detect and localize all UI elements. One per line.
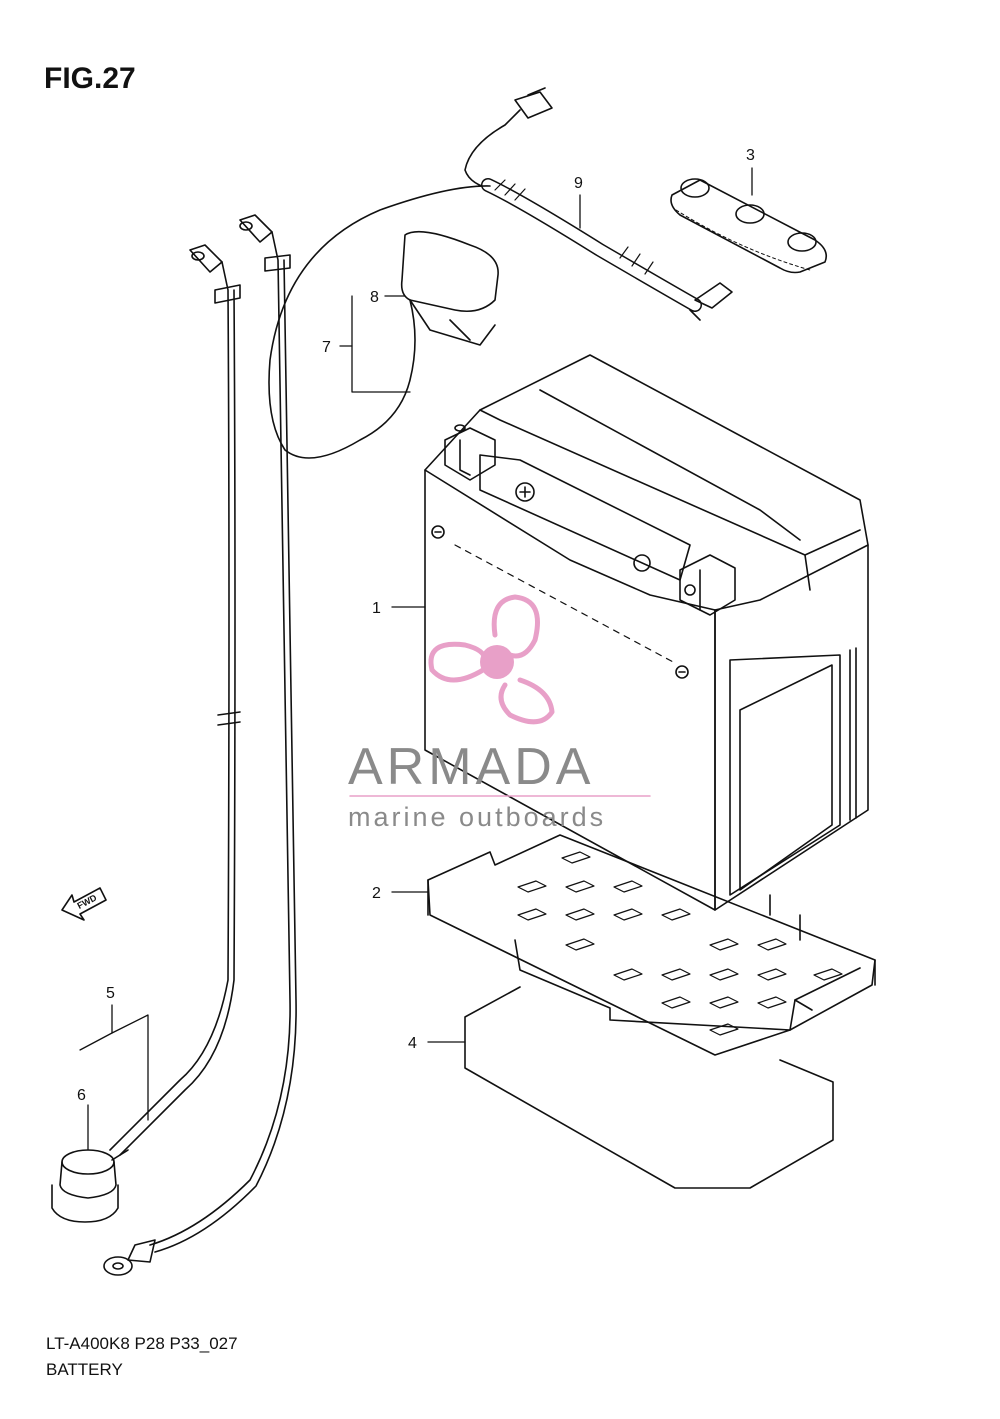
callout-1: 1 — [372, 600, 381, 617]
callout-2: 2 — [372, 885, 381, 902]
callout-5: 5 — [106, 985, 115, 1002]
fwd-arrow-icon: FWD — [61, 887, 107, 921]
callout-8: 8 — [370, 289, 379, 306]
part-2-battery-tray — [427, 834, 876, 1056]
figure-title: FIG.27 — [44, 62, 136, 95]
callout-leaders — [79, 167, 753, 1151]
watermark: ARMADA marine outboards — [348, 594, 651, 832]
part-8-terminal-cover — [400, 230, 499, 346]
part-7-battery-lead — [268, 185, 491, 459]
footer-part-code: LT-A400K8 P28 P33_027 — [46, 1334, 238, 1353]
callout-9: 9 — [574, 175, 583, 192]
watermark-brand: ARMADA — [348, 738, 594, 796]
footer-diagram-name: BATTERY — [46, 1360, 123, 1379]
part-3-cushion-plate — [670, 178, 828, 274]
propeller-logo-icon — [428, 594, 555, 725]
callout-7: 7 — [322, 339, 331, 356]
callout-3: 3 — [746, 147, 755, 164]
watermark-tagline: marine outboards — [348, 802, 606, 832]
callout-4: 4 — [408, 1035, 417, 1052]
callout-6: 6 — [77, 1087, 86, 1104]
ground-cable-right — [103, 214, 297, 1276]
part-4-battery-pad — [464, 986, 834, 1189]
part-1-battery — [424, 354, 869, 911]
part-6-terminal-boot — [51, 1149, 129, 1223]
ground-cable-left — [109, 244, 241, 1156]
part-9-wire-harness — [464, 87, 733, 321]
